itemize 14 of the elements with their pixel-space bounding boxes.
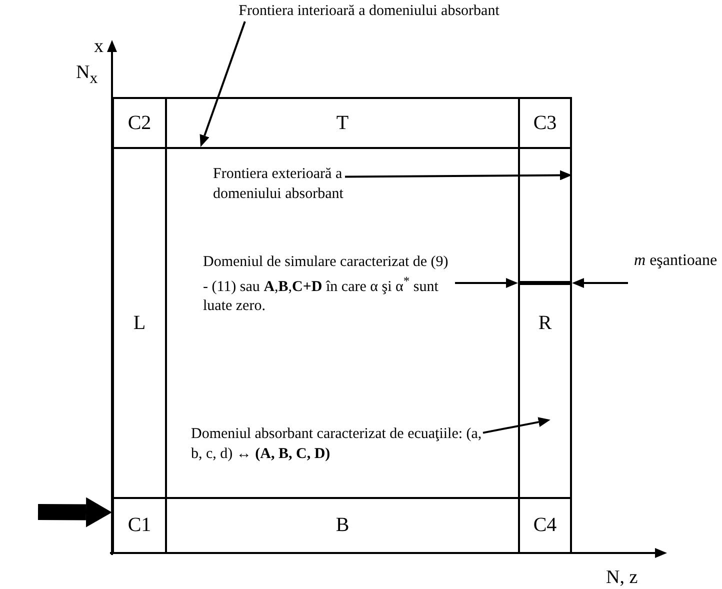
annotation-text: Frontiera exterioară a domeniului absorbant bbox=[213, 165, 345, 204]
grid-cell: C3 bbox=[518, 97, 572, 149]
axis-label: N, z bbox=[606, 567, 638, 589]
leader-arrow bbox=[200, 21, 246, 147]
leader-arrow bbox=[482, 417, 550, 434]
annotation-text: Domeniul absorbant caracterizat de ecuaţiile: (a, b, c, d) ↔ (A, B, C, D) bbox=[191, 425, 483, 464]
grid-cell: C2 bbox=[112, 97, 167, 149]
axis-label: x bbox=[94, 36, 104, 58]
axis-label: N$_{x}$ bbox=[76, 62, 98, 88]
annotation-text: Frontiera interioară a domeniului absorbant bbox=[228, 2, 510, 22]
leader-arrow bbox=[345, 170, 572, 180]
description-text: Domeniul de simulare caracterizat de (9) - (11) sau A,B,C+D în care α şi α$^{*}$ sunt luate zero. bbox=[203, 253, 450, 316]
block-arrow bbox=[38, 497, 112, 528]
dimension-label: m eşantioane bbox=[634, 252, 718, 270]
